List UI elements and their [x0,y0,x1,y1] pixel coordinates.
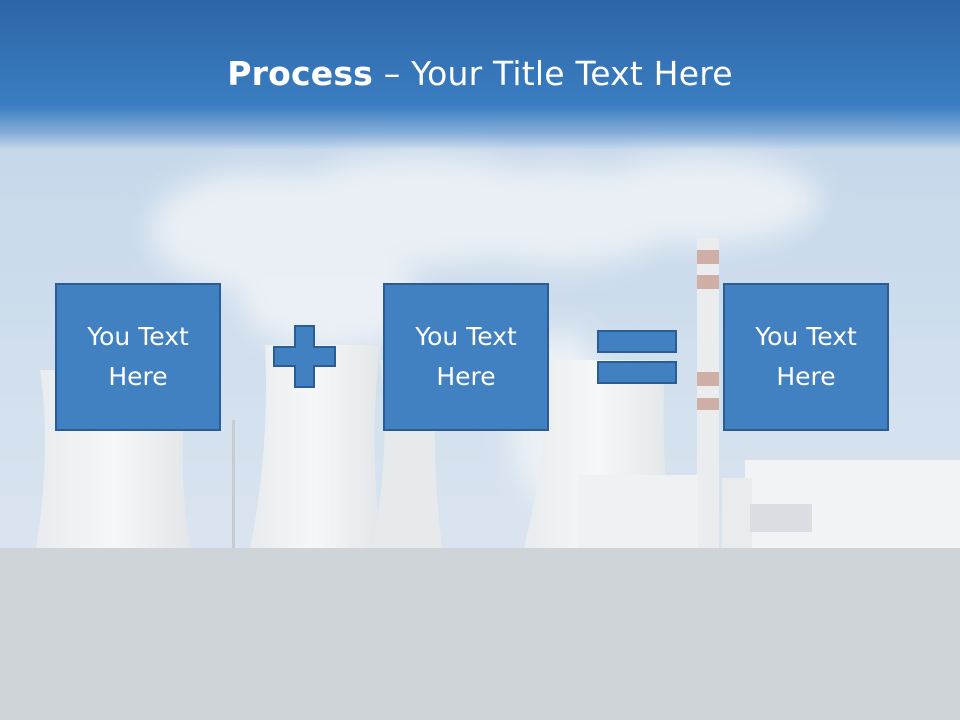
process-box-3-text: You Text Here [755,322,857,391]
equals-icon [597,330,677,384]
process-box-2-text: You Text Here [415,322,517,391]
process-box-1[interactable]: You Text Here [55,283,221,431]
process-box-2[interactable]: You Text Here [383,283,549,431]
process-box-1-text: You Text Here [87,322,189,391]
header-band [0,0,960,150]
plus-icon [273,325,336,388]
process-box-3[interactable]: You Text Here [723,283,889,431]
title-rest: – Your Title Text Here [373,54,733,93]
title-bold: Process [227,54,374,93]
page-title[interactable]: Process – Your Title Text Here [0,54,960,94]
